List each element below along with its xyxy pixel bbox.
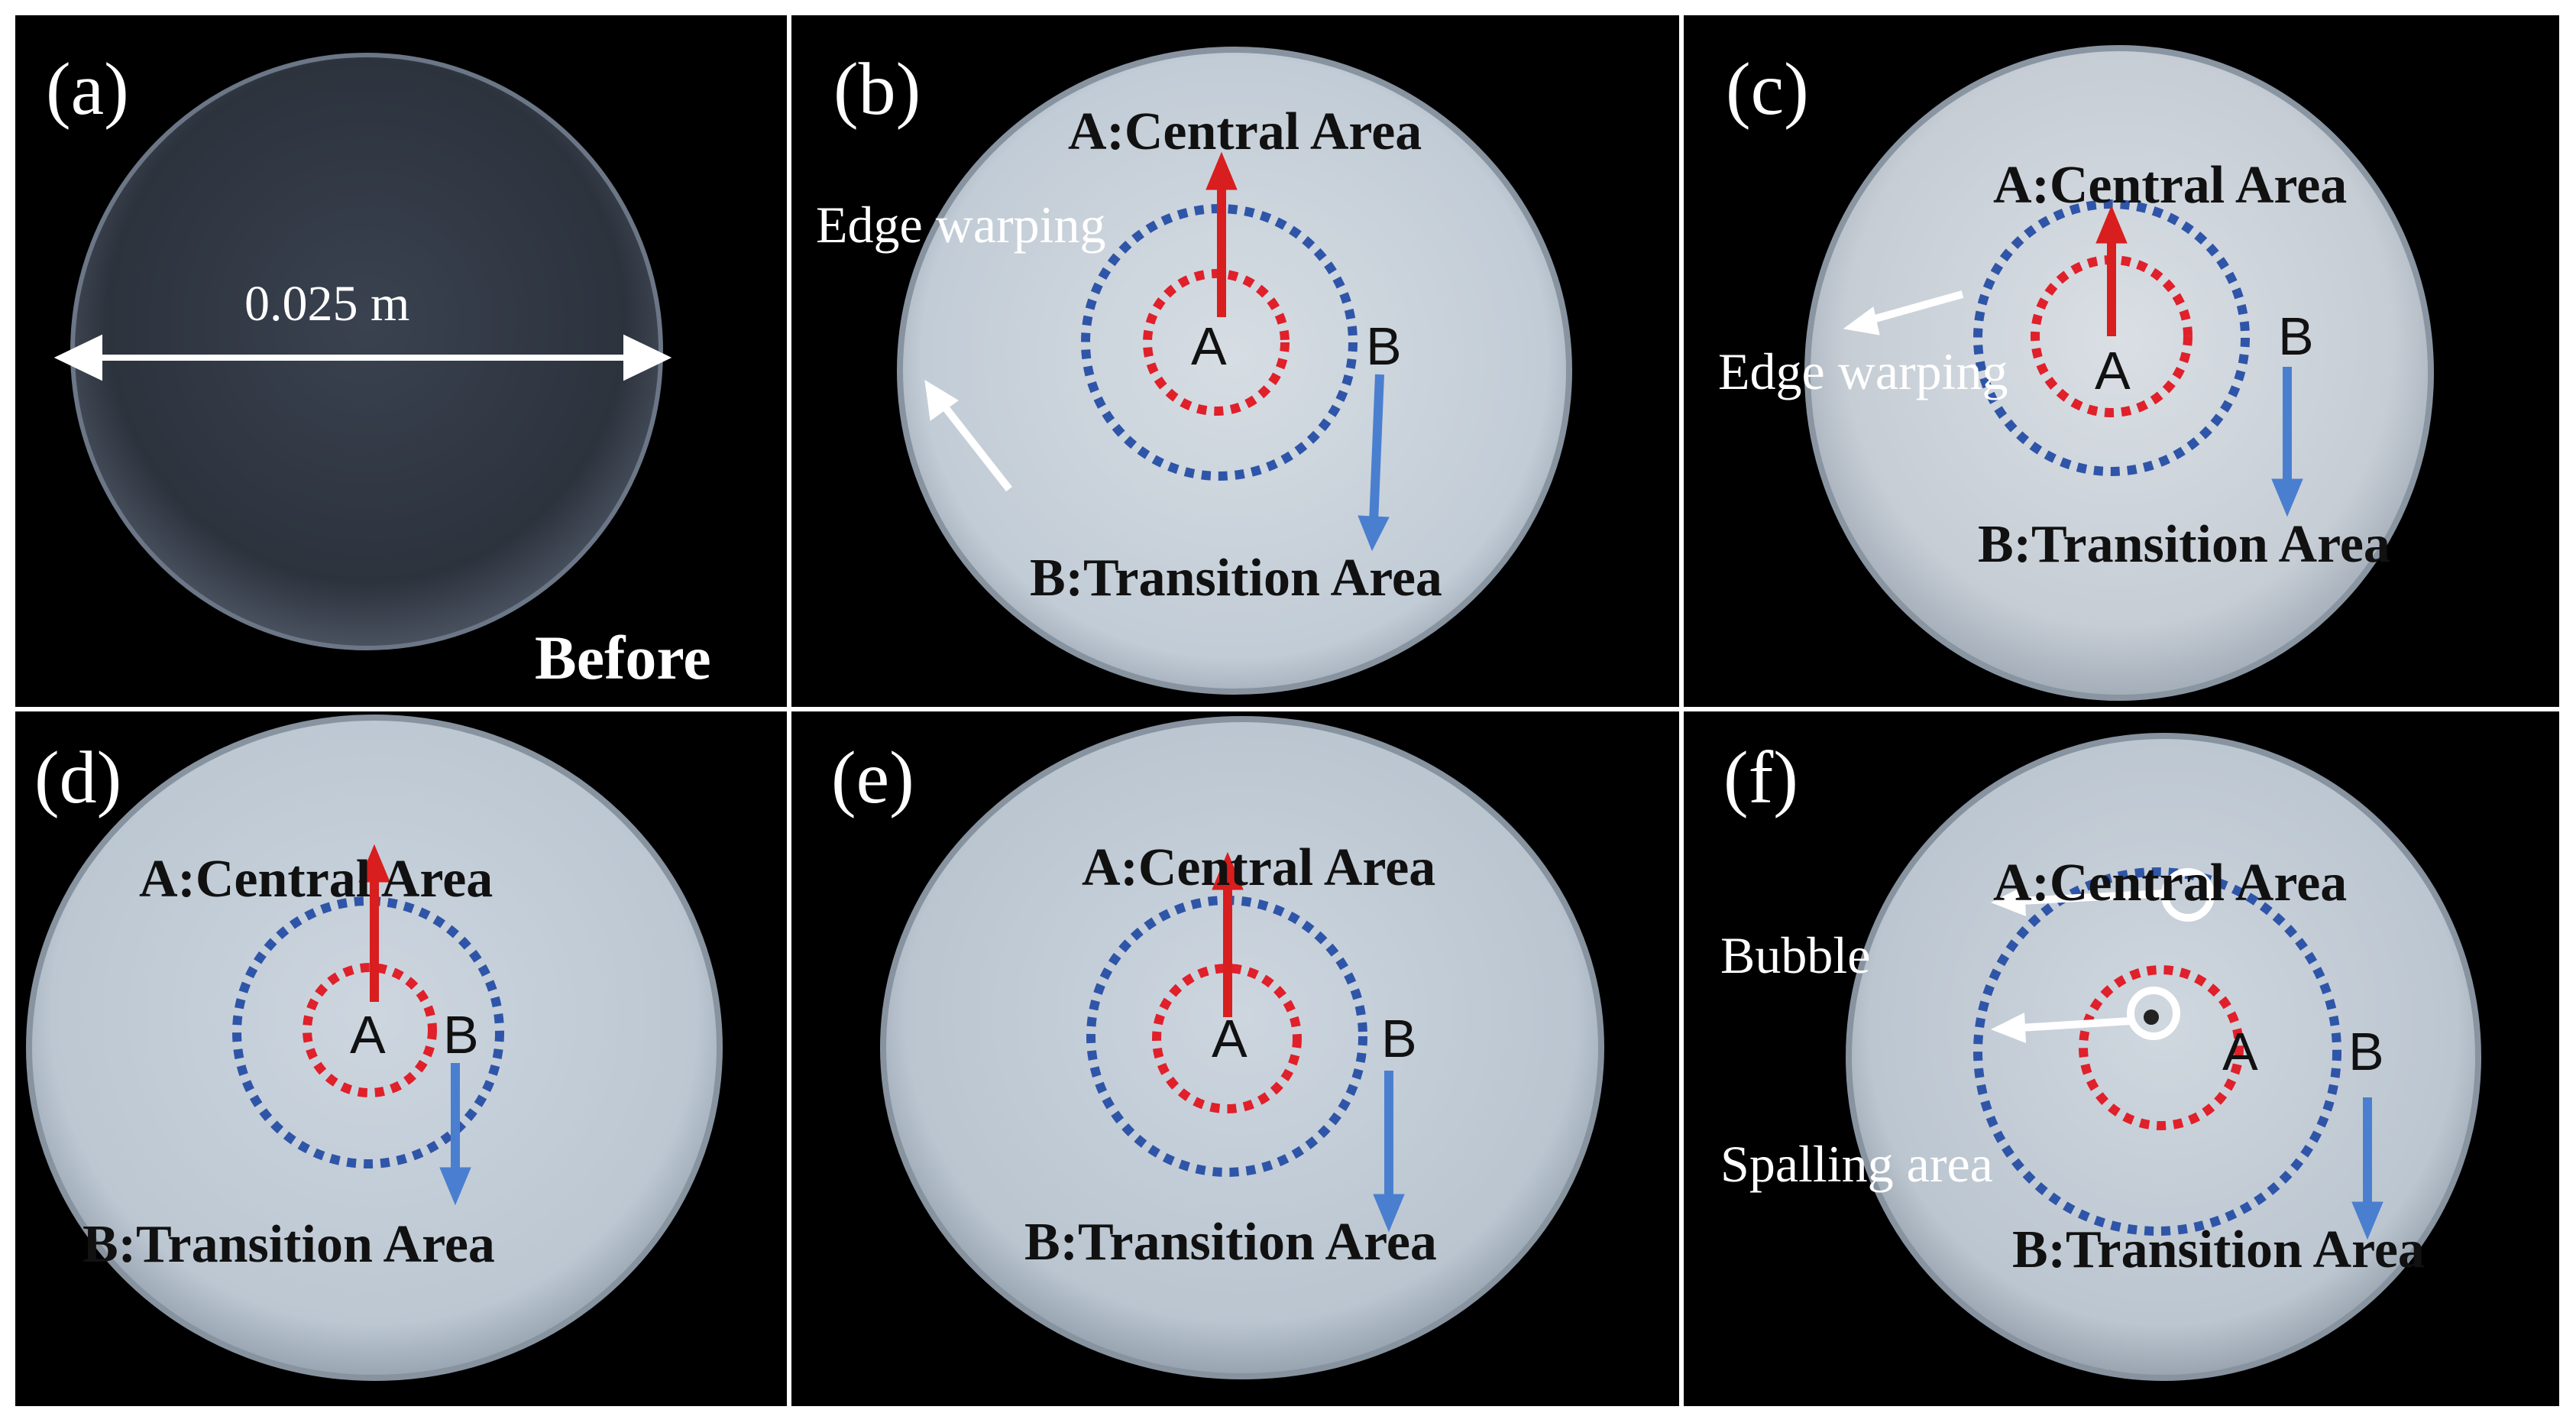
sample-disc [880,716,1604,1379]
arrow-central [2095,205,2128,336]
arrow-transition [2351,1097,2383,1240]
point-a-label: A [2095,341,2131,400]
sample-c-image [1804,45,2434,701]
arrow-transition [439,1063,471,1206]
arrow-central [1205,151,1238,317]
transition-area-label: B:Transition Area [83,1215,495,1274]
point-b-label: B [443,1005,479,1065]
panel-label-d: (d) [34,737,122,819]
sample-disc [70,53,663,650]
panel-label-a: (a) [46,48,129,131]
panel-label-c: (c) [1726,48,1809,131]
transition-circle [232,896,504,1168]
central-area-label: A:Central Area [1082,838,1436,897]
transition-area-label: B:Transition Area [1030,549,1442,608]
transition-area-label: B:Transition Area [2012,1220,2425,1279]
arrow-transition [1358,374,1390,552]
arrow-transition [2271,367,2303,517]
central-area-label: A:Central Area [139,850,494,909]
sample-d-image [26,715,723,1381]
point-a-label: A [350,1005,386,1065]
sample-f-image [1846,733,2481,1381]
dimension-arrow [53,334,672,381]
point-b-label: B [2348,1022,2384,1081]
point-a-label: A [1191,316,1227,376]
bubble-marker [1991,868,2215,922]
transition-area-label: B:Transition Area [1978,515,2390,574]
panel-a: (a) 0.025 m Before [15,15,787,707]
panel-c: (c) A:Central Area Edge warping A B B:Tr… [1684,15,2559,707]
transition-area-label: B:Transition Area [1024,1213,1437,1272]
sample-e-image [880,716,1604,1379]
point-a-label: A [1212,1009,1248,1068]
arrow-edge-warping [1843,290,1964,335]
bubble-label: Bubble [1720,926,1871,984]
sample-disc [26,715,723,1381]
sample-before-image [53,53,672,650]
edge-warping-label: Edge warping [816,196,1106,254]
spalling-area-label: Spalling area [1720,1135,1993,1193]
sample-disc [897,47,1572,695]
transition-circle [1973,867,2341,1236]
point-b-label: B [1366,316,1402,376]
spalling-marker [1991,987,2180,1043]
central-area-label: A:Central Area [1993,854,2348,912]
point-b-label: B [2278,306,2314,366]
horizontal-divider [15,707,2559,711]
central-area-label: A:Central Area [1068,102,1422,161]
figure-frame: (a) 0.025 m Before [15,15,2559,1406]
panel-f: (f) A:Central Area Bubble A B Spalling a… [1684,711,2559,1406]
panel-label-e: (e) [831,737,914,819]
point-a-label: A [2222,1022,2258,1081]
edge-warping-label: Edge warping [1718,342,2008,400]
panel-label-f: (f) [1723,737,1798,819]
central-circle [1143,269,1290,416]
state-label-before: Before [535,623,711,692]
panel-d: (d) A:Central Area A B B:Transition Area [15,711,787,1406]
panel-b: (b) A:Central Area Edge warping A B B:Tr… [791,15,1679,707]
panel-label-b: (b) [833,48,921,131]
central-area-label: A:Central Area [1993,156,2348,215]
arrow-central [1212,851,1244,1017]
arrow-central [358,844,390,1002]
arrow-edge-warping [924,380,1012,492]
panel-e: (e) A:Central Area A B B:Transition Area [791,711,1679,1406]
sample-b-image [897,47,1572,695]
arrow-transition [1373,1071,1405,1233]
sample-disc [1804,45,2434,701]
dimension-label: 0.025 m [244,276,410,332]
central-circle [2079,965,2244,1130]
central-circle [1152,964,1302,1113]
transition-circle [1973,199,2250,476]
point-b-label: B [1381,1009,1417,1068]
